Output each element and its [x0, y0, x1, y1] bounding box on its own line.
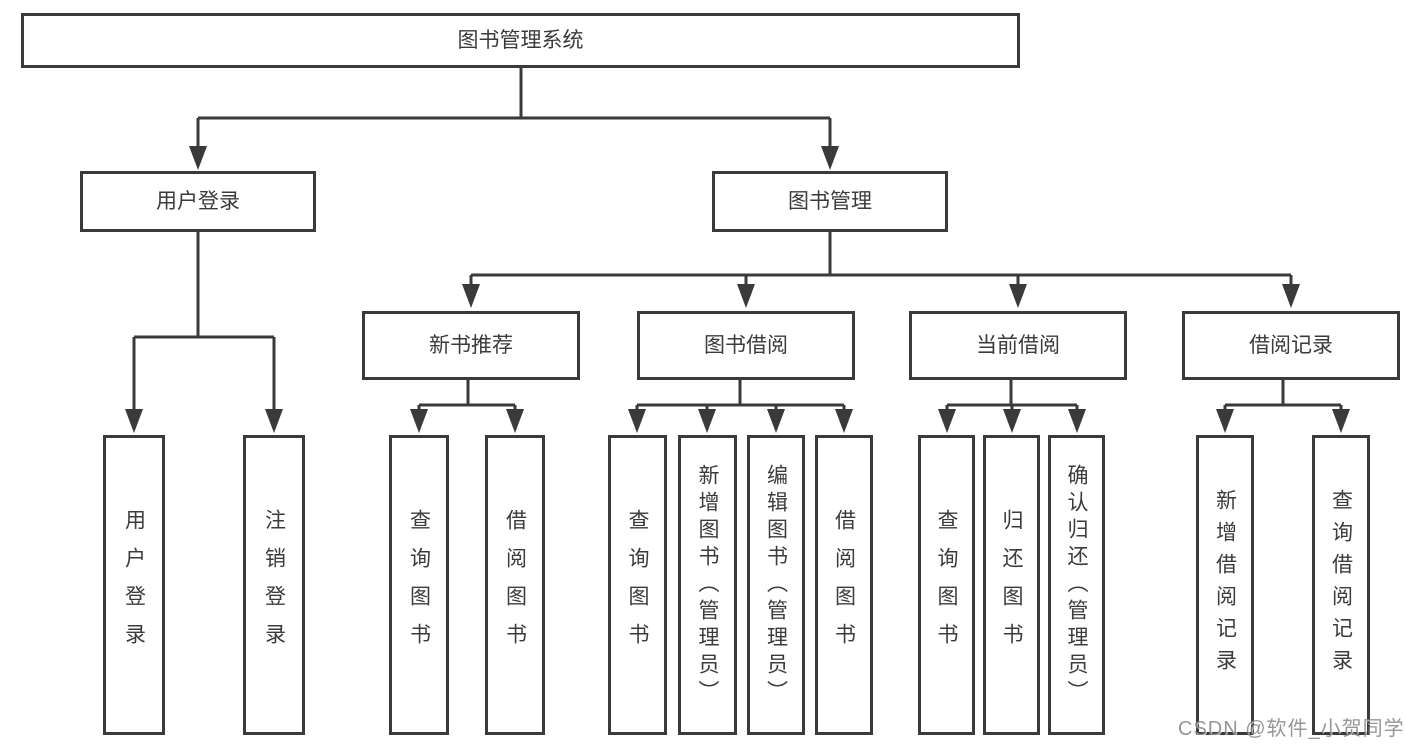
- leaf-query-books-current-label: 查询图书: [935, 509, 958, 661]
- node-book-borrow: 图书借阅: [637, 311, 855, 380]
- node-borrow-records-label: 借阅记录: [1249, 334, 1333, 357]
- node-book-management: 图书管理: [712, 171, 948, 232]
- node-book-borrow-label: 图书借阅: [704, 334, 788, 357]
- leaf-query-books-recommend: 查询图书: [389, 435, 449, 735]
- leaf-query-books-current: 查询图书: [918, 435, 975, 735]
- node-root-label: 图书管理系统: [457, 29, 584, 52]
- node-user-login: 用户登录: [80, 171, 316, 232]
- node-root: 图书管理系统: [21, 13, 1020, 68]
- leaf-borrow-books: 借阅图书: [815, 435, 873, 735]
- leaf-user-login: 用户登录: [103, 435, 165, 735]
- node-current-borrow: 当前借阅: [909, 311, 1127, 380]
- node-new-book-recommend: 新书推荐: [362, 311, 580, 380]
- node-user-login-label: 用户登录: [156, 190, 240, 213]
- leaf-borrow-books-recommend: 借阅图书: [485, 435, 545, 735]
- leaf-user-login-label: 用户登录: [122, 509, 146, 661]
- leaf-query-borrow-record-label: 查询借阅记录: [1329, 489, 1353, 681]
- leaf-add-book-admin: 新增图书（管理员）: [678, 435, 737, 735]
- node-current-borrow-label: 当前借阅: [976, 334, 1060, 357]
- leaf-logout: 注销登录: [243, 435, 305, 735]
- leaf-borrow-books-recommend-label: 借阅图书: [503, 509, 527, 661]
- leaf-query-books-recommend-label: 查询图书: [407, 509, 431, 661]
- leaf-logout-label: 注销登录: [262, 509, 286, 661]
- leaf-add-borrow-record: 新增借阅记录: [1196, 435, 1254, 735]
- watermark-text: CSDN @软件_小贺同学: [1178, 718, 1405, 740]
- leaf-add-borrow-record-label: 新增借阅记录: [1213, 489, 1237, 681]
- leaf-add-book-admin-label: 新增图书（管理员）: [696, 463, 719, 707]
- leaf-query-borrow-record: 查询借阅记录: [1312, 435, 1370, 735]
- node-new-book-recommend-label: 新书推荐: [429, 334, 513, 357]
- leaf-return-book: 归还图书: [983, 435, 1040, 735]
- leaf-edit-book-admin-label: 编辑图书（管理员）: [764, 463, 788, 707]
- leaf-confirm-return-admin: 确认归还（管理员）: [1048, 435, 1105, 735]
- leaf-borrow-books-label: 借阅图书: [832, 509, 856, 661]
- leaf-confirm-return-admin-label: 确认归还（管理员）: [1065, 463, 1088, 707]
- leaf-query-books-borrow: 查询图书: [608, 435, 667, 735]
- leaf-edit-book-admin: 编辑图书（管理员）: [747, 435, 805, 735]
- leaf-query-books-borrow-label: 查询图书: [626, 509, 649, 661]
- node-book-management-label: 图书管理: [788, 190, 872, 213]
- leaf-return-book-label: 归还图书: [1000, 509, 1023, 661]
- node-borrow-records: 借阅记录: [1182, 311, 1400, 380]
